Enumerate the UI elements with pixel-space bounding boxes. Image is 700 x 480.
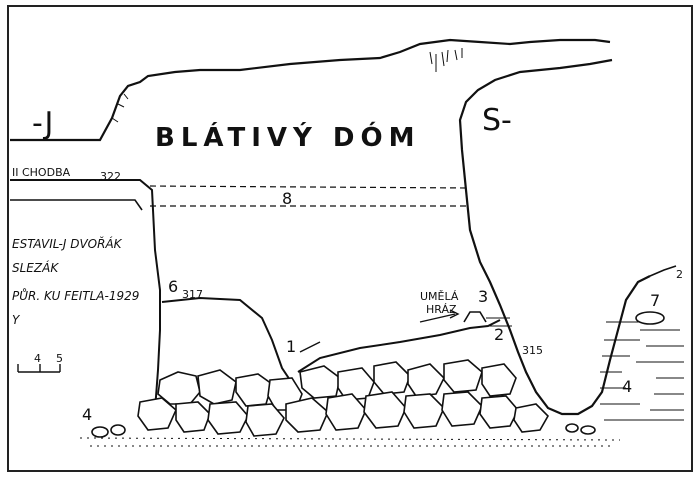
survey-note-line1: ESTAVIL-J DVOŘÁK: [12, 236, 123, 251]
point-label-4-right: 4: [622, 377, 632, 396]
floor-ramp: [297, 319, 501, 373]
corridor-label: II CHODBA: [12, 166, 71, 179]
point-label-3: 3: [478, 287, 488, 306]
point-label-1: 1: [286, 337, 296, 356]
left-wall-outline: [10, 199, 143, 211]
frame-border: [7, 5, 693, 472]
stone-7: [635, 311, 665, 325]
point-label-2-small: 2: [676, 268, 683, 281]
point-1-arrow: [299, 341, 321, 353]
chamber-title: BLÁTIVÝ DÓM: [155, 121, 420, 153]
cave-ceiling-outline: [10, 38, 611, 142]
point-label-2: 2: [494, 325, 504, 344]
point-label-8: 8: [282, 189, 292, 208]
rubble-floor-dots: [79, 437, 621, 447]
survey-note-line2: SLEZÁK: [12, 260, 59, 275]
direction-north: S-: [482, 103, 512, 138]
dam-wall: [463, 311, 487, 323]
scale-label-zero: 4: [34, 352, 41, 365]
dam-label-line2: HRÁZ: [426, 303, 457, 316]
water-level-dashed-upper: [149, 185, 471, 189]
sediment-mound: [161, 296, 291, 381]
elevation-322: 322: [100, 170, 121, 183]
water-flow-arrow: [419, 309, 460, 323]
survey-note-line3: PŮR. KU FEITLA-1929: [12, 288, 139, 303]
dam-label-line1: UMĚLÁ: [420, 290, 459, 303]
point-label-7: 7: [650, 291, 660, 310]
cave-left-wall: [10, 179, 161, 411]
survey-note-line4: Y: [12, 313, 21, 327]
point-label-6: 6: [168, 277, 178, 296]
point-label-4-left: 4: [82, 405, 92, 424]
direction-south-west: -J: [32, 106, 53, 141]
elevation-317: 317: [182, 288, 203, 301]
scale-label-five: 5: [56, 352, 63, 365]
dam-water-lines: [486, 317, 512, 327]
scale-bar: [17, 364, 61, 373]
elevation-315: 315: [522, 344, 543, 357]
boulder-field: [91, 359, 596, 438]
water-hatching: [600, 321, 684, 421]
ceiling-texture: [111, 48, 463, 123]
right-outer-wall: [649, 265, 677, 277]
